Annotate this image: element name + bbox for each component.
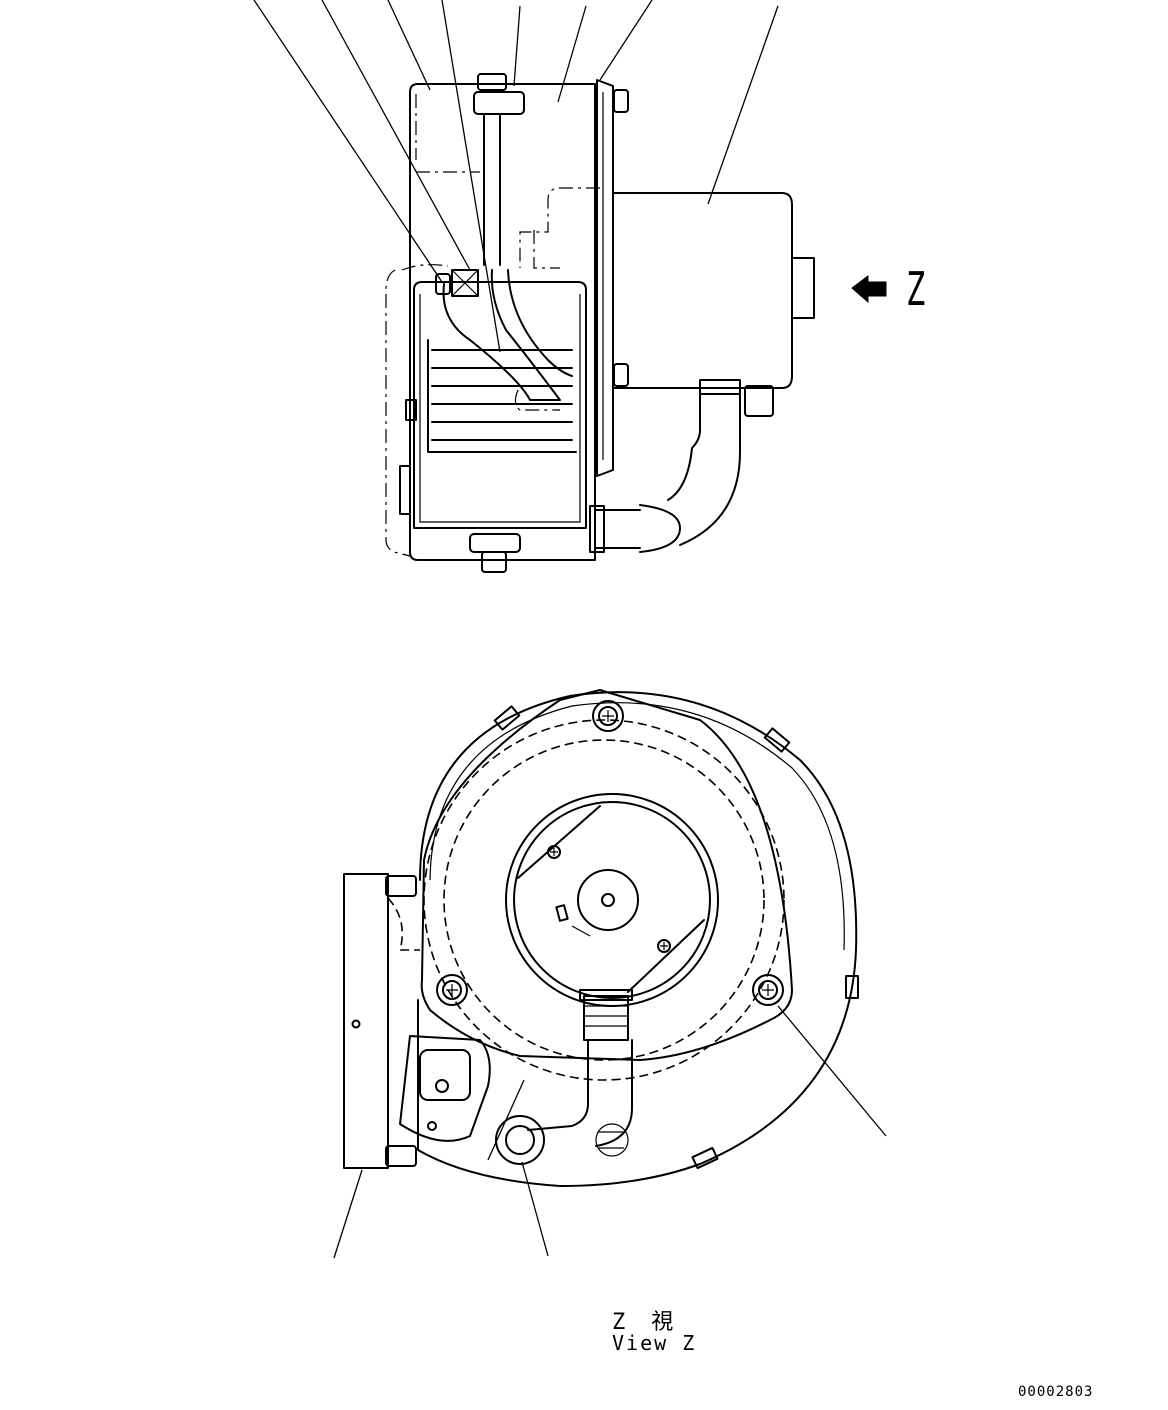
bottom-leader-lines (333, 1005, 887, 1259)
side-view-blower-assembly (385, 73, 887, 573)
view-title-english: View Z (612, 1331, 697, 1355)
mounting-screws (436, 700, 784, 1006)
view-title-japanese: Z 視 (612, 1310, 676, 1335)
top-leader-lines (253, 0, 779, 353)
view-direction-label: Z (906, 262, 926, 316)
fan-fins (427, 339, 577, 453)
view-direction-arrow (851, 275, 887, 304)
drawing-number: 00002803 (1018, 1384, 1094, 1400)
view-z-blower (343, 689, 859, 1187)
